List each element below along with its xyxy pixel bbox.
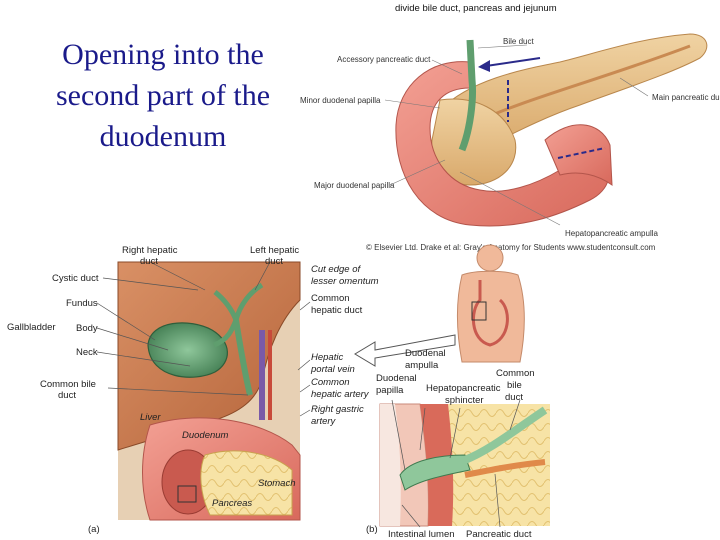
detail-box-left [177,485,197,503]
credit-line: © Elsevier Ltd. Drake et al: Gray's Anat… [366,243,656,252]
label-common-bile-duct-right-1: Common [496,368,535,379]
bile-duct-arrowhead [478,60,490,72]
slide-title: Opening into the second part of the duod… [55,38,271,153]
right-leader-lines [297,301,521,528]
panel-letter-b: (b) [366,524,378,535]
label-main-pancreatic-duct: Main pancreatic duct [652,93,720,102]
label-cut-edge-2: lesser omentum [311,276,379,287]
label-duodenal-ampulla-2: ampulla [405,360,439,371]
label-fundus: Fundus [66,298,98,309]
label-common-hepatic-artery-1: Common [311,377,350,388]
label-cut-edge-1: Cut edge of [311,264,361,275]
label-cystic-duct: Cystic duct [52,273,99,284]
label-hepatopancreatic-sphincter-2: sphincter [445,395,484,406]
label-right-hepatic-duct-1: Right hepatic [122,245,178,256]
common-bile-duct-left [233,319,253,396]
label-minor-duodenal-papilla: Minor duodenal papilla [300,96,381,105]
left-figure: Right hepatic duct Left hepatic duct Cys… [7,245,301,535]
label-stomach: Stomach [258,478,296,489]
label-left-hepatic-duct-2: duct [265,256,283,267]
pancreatic-duct-section [464,459,546,478]
label-common-bile-duct-left-2: duct [58,390,76,401]
label-major-duodenal-papilla: Major duodenal papilla [314,181,395,190]
label-common-hepatic-duct-2: hepatic duct [311,305,363,316]
label-pancreas: Pancreas [212,498,252,509]
bile-duct-arrow [485,57,541,67]
label-right-gastric-artery-1: Right gastric [311,404,364,415]
label-hepatopancreatic-ampulla: Hepatopancreatic ampulla [565,229,658,238]
label-hepatic-portal-vein-1: Hepatic [311,352,343,363]
gallbladder [147,322,228,378]
label-right-gastric-artery-2: artery [311,416,337,427]
bile-duct-section [463,406,548,464]
intestinal-lumen [380,404,401,526]
label-hepatopancreatic-sphincter-1: Hepatopancreatic [426,383,501,394]
label-intestinal-lumen: Intestinal lumen [388,529,455,540]
label-right-hepatic-duct-2: duct [140,256,158,267]
label-common-bile-duct-right-3: duct [505,392,523,403]
label-left-hepatic-duct-1: Left hepatic [250,245,299,256]
ampulla-shape [399,454,471,491]
label-duodenal-papilla-2: papilla [376,385,404,396]
label-common-bile-duct-left-1: Common bile [40,379,96,390]
label-common-hepatic-artery-2: hepatic artery [311,389,370,400]
label-duodenum: Duodenum [182,430,229,441]
right-figure: Cut edge of lesser omentum Common hepati… [297,244,550,540]
top-caption: divide bile duct, pancreas and jejunum [395,3,557,14]
label-body: Body [76,323,98,334]
pancreas-left [200,450,293,516]
zoom-arrow [354,334,456,367]
top-leader-lines [384,44,649,226]
label-gallbladder: Gallbladder [7,322,56,333]
label-duodenal-papilla-1: Duodenal [376,373,417,384]
jejunum-top [544,124,613,187]
label-neck: Neck [76,347,98,358]
label-pancreatic-duct: Pancreatic duct [466,529,532,540]
divide-marker-2 [557,147,606,159]
label-accessory-pancreatic-duct: Accessory pancreatic duct [337,55,431,64]
left-leader-lines [96,261,271,396]
label-hepatic-portal-vein-2: portal vein [310,364,355,375]
label-common-bile-duct-right-2: bile [507,380,522,391]
bile-duct-top [458,39,476,152]
panel-letter-a: (a) [88,524,100,535]
label-common-hepatic-duct-1: Common [311,293,350,304]
label-duodenal-ampulla-1: Duodenal [405,348,446,359]
label-liver: Liver [140,412,161,423]
body-silhouette [457,244,525,363]
label-bile-duct: Bile duct [503,37,534,46]
top-figure: divide bile duct, pancreas and jejunum [300,3,720,252]
